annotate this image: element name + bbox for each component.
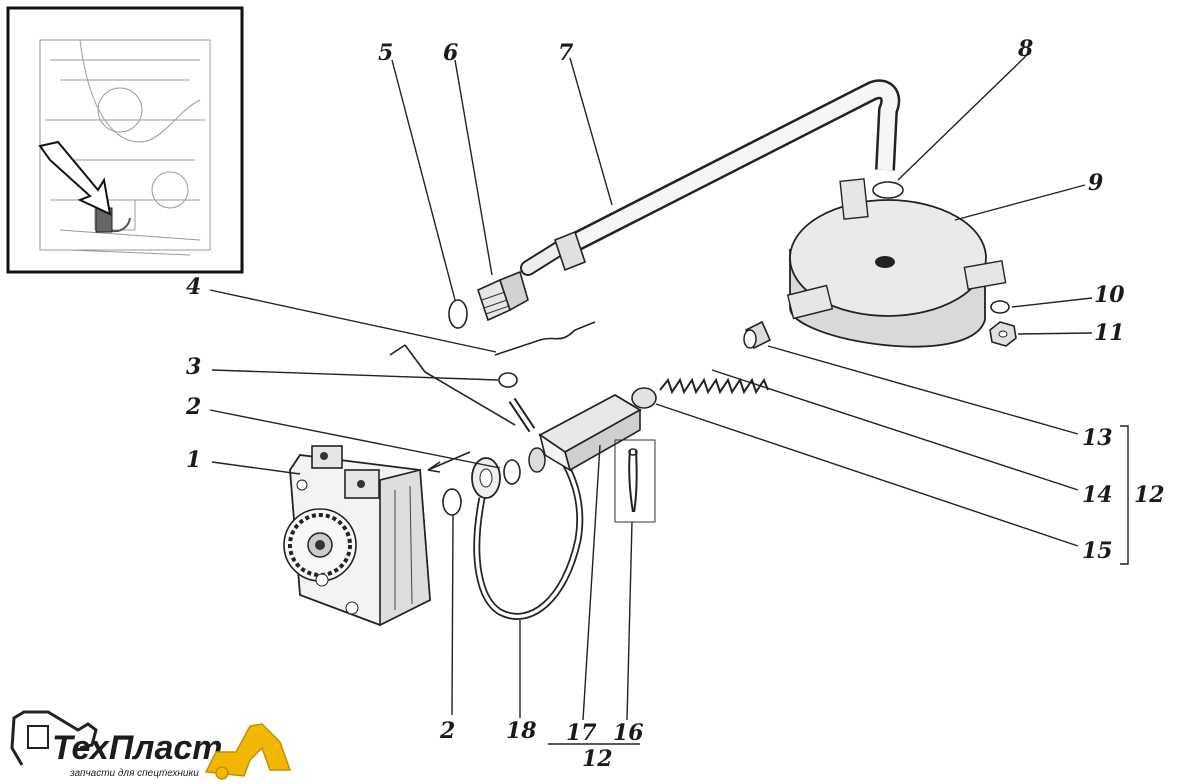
callout-16: 16 xyxy=(613,720,644,746)
callout-17: 17 xyxy=(566,720,597,746)
logo-text-part2: Пласт xyxy=(109,729,223,767)
callout-13: 13 xyxy=(1082,425,1113,451)
oil-pipe-part-18 xyxy=(471,453,584,620)
plunger-part-15 xyxy=(631,387,657,409)
logo-tagline: запчасти для спецтехники xyxy=(69,768,199,779)
callout-6: 6 xyxy=(443,40,458,66)
ring-part-8 xyxy=(872,181,904,199)
callout-5: 5 xyxy=(378,40,393,66)
callout-3: 3 xyxy=(186,354,201,380)
callout-12-bottom: 12 xyxy=(582,746,613,772)
callout-11: 11 xyxy=(1094,320,1125,346)
callout-numbers: 1 2 2 3 4 5 6 7 8 9 10 11 12 12 13 14 15… xyxy=(185,36,1165,772)
bushing-part-13 xyxy=(743,320,772,350)
washer-part-2-left xyxy=(442,488,462,516)
callout-7: 7 xyxy=(558,40,574,66)
callout-8: 8 xyxy=(1017,36,1033,62)
engine-locator-inset xyxy=(6,6,244,274)
callout-9: 9 xyxy=(1088,170,1103,196)
washer-part-10 xyxy=(990,300,1010,314)
svg-text:ТехПласт: ТехПласт xyxy=(52,729,223,767)
o-ring-part-3 xyxy=(498,372,536,433)
company-logo: ТехПласт запчасти для спецтехники xyxy=(10,710,292,780)
excavator-outline-icon xyxy=(10,710,98,766)
logo-text-part1: Тех xyxy=(52,729,111,767)
callout-4: 4 xyxy=(186,274,201,300)
callout-15: 15 xyxy=(1082,538,1113,564)
nut-part-11 xyxy=(989,321,1017,347)
leader-lines xyxy=(209,55,1129,745)
oil-pump-part-1 xyxy=(283,445,431,627)
callout-14: 14 xyxy=(1082,482,1113,508)
spring-part-14 xyxy=(659,377,769,395)
union-fitting-part-6 xyxy=(477,270,529,322)
callout-2-lower: 2 xyxy=(439,718,455,744)
valve-body-part-17 xyxy=(528,393,642,473)
callout-1: 1 xyxy=(186,447,201,473)
loader-bucket-icon xyxy=(204,723,292,777)
callout-12-bracket: 12 xyxy=(1134,482,1165,508)
callout-2-upper: 2 xyxy=(185,394,201,420)
cotter-pin-part-16 xyxy=(614,439,656,523)
washer-part-2-right xyxy=(503,459,521,485)
callout-18: 18 xyxy=(506,718,537,744)
callout-10: 10 xyxy=(1094,282,1125,308)
ring-part-5 xyxy=(448,299,468,329)
section-break-part-4 xyxy=(389,321,596,473)
filter-housing-part-9 xyxy=(786,178,1007,348)
long-pipe-part-7 xyxy=(520,79,901,276)
